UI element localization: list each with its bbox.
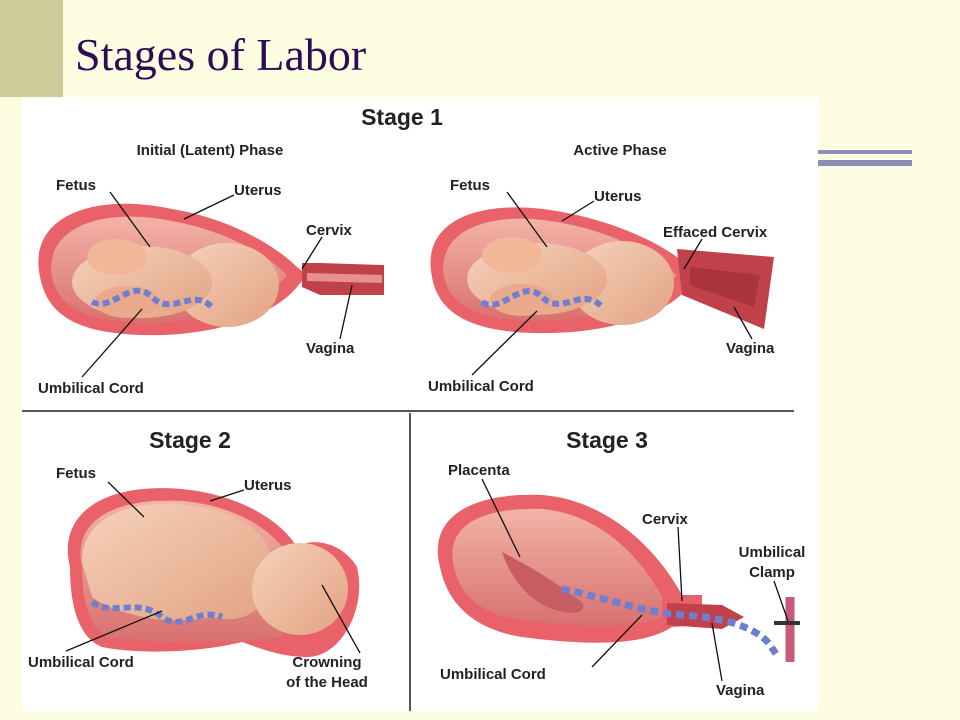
stage-1-heading: Stage 1 [361,104,443,130]
active-phase-illustration [430,207,774,334]
stage-3-heading: Stage 3 [566,427,648,453]
stage-2-fetus-label: Fetus [56,465,96,482]
placenta-label: Placenta [448,462,510,479]
active-phase-heading: Active Phase [573,142,666,159]
latent-cervix-label: Cervix [306,222,353,239]
stage-3-umbilical-cord-label: Umbilical Cord [440,666,546,683]
active-vagina-label: Vagina [726,340,775,357]
active-uterus-label: Uterus [594,188,642,205]
latent-umbilical-cord-label: Umbilical Cord [38,380,144,397]
title-rule-bottom [815,160,912,166]
latent-phase-illustration [38,203,384,336]
latent-fetus-label: Fetus [56,177,96,194]
stage-3-illustration [437,494,800,662]
slide-title: Stages of Labor [75,29,367,80]
stages-of-labor-diagram: Stage 1 Initial (Latent) Phase Active Ph… [22,97,818,711]
umbilical-clamp-label-line1: Umbilical [739,544,806,561]
stage-3-cervix-label: Cervix [642,511,689,528]
crowning-label-line2: of the Head [286,674,368,691]
latent-vagina-label: Vagina [306,340,355,357]
stage-2-heading: Stage 2 [149,427,231,453]
active-fetus-label: Fetus [450,177,490,194]
latent-phase-heading: Initial (Latent) Phase [137,142,284,159]
stage-2-umbilical-cord-label: Umbilical Cord [28,654,134,671]
crowning-label-line1: Crowning [292,654,361,671]
title-accent-block [0,0,63,97]
active-umbilical-cord-label: Umbilical Cord [428,378,534,395]
umbilical-clamp-label-line2: Clamp [749,564,795,581]
stage-2-illustration [67,488,360,657]
stage-3-vagina-label: Vagina [716,682,765,699]
title-rule-top [815,150,912,154]
active-effaced-cervix-label: Effaced Cervix [663,224,768,241]
latent-uterus-label: Uterus [234,182,282,199]
stage-2-uterus-label: Uterus [244,477,292,494]
